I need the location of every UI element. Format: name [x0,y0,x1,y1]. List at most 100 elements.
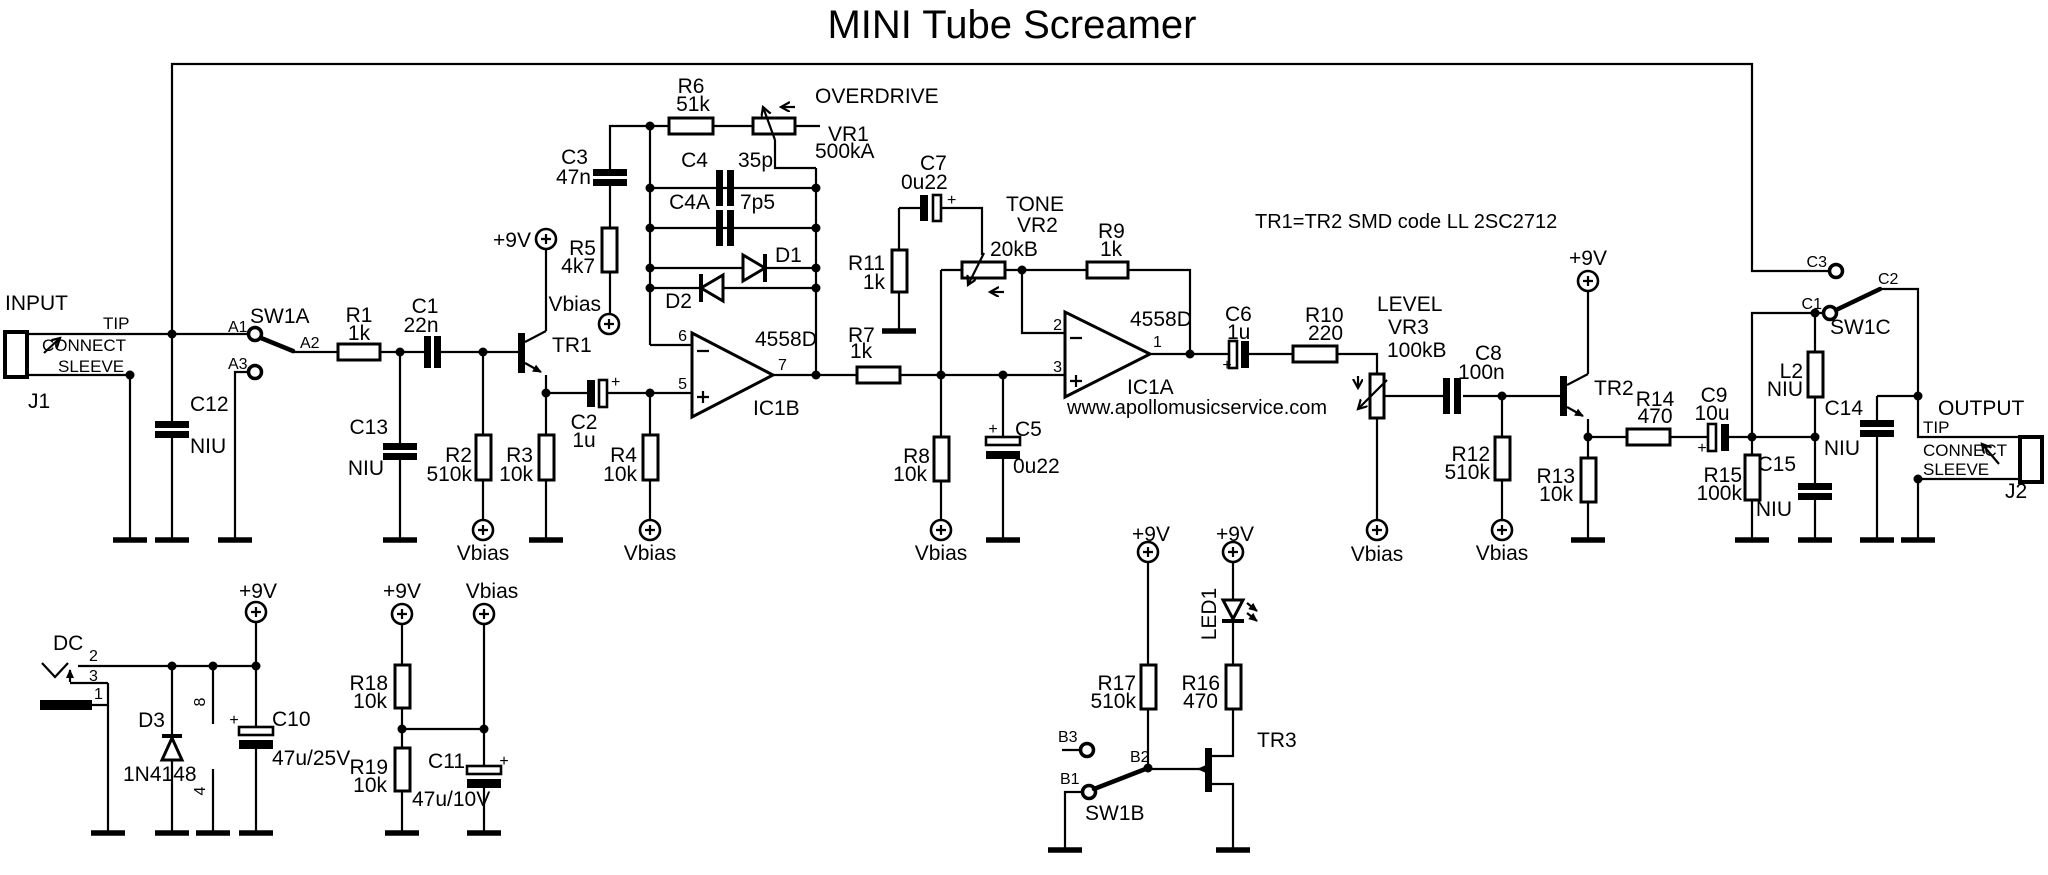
divider-9v-label: +9V [383,580,421,603]
SW1A-A3-terminal [246,363,264,381]
c4-value-label: 35p [738,149,773,172]
sw1c-ref-label: SW1C [1830,316,1891,339]
output-title: OUTPUT [1938,397,2025,420]
c1-value-label: 22n [403,314,438,337]
r17-value-label: 510k [1090,690,1136,713]
c14-ref-label: C14 [1824,397,1863,420]
r2-ref-label: R2 [445,444,472,467]
r8-ref-label: R8 [903,445,930,468]
sw1a-a2-label: A2 [300,335,320,352]
c12-ref-label: C12 [190,393,229,416]
r15-value-label: 100k [1696,482,1742,505]
dc-jack-sleeve-bar [40,700,92,710]
c9-plus-label: + [1697,440,1706,457]
tr3-ref-label: TR3 [1257,729,1297,752]
r1-value-label: 1k [348,322,371,345]
ic-pin4-label: 4 [192,786,209,795]
sw1b-b3-label: B3 [1058,729,1078,746]
SW1B-lever [1091,765,1151,792]
D1-symbol [741,252,768,284]
website-label: www.apollomusicservice.com [1066,397,1327,419]
r8-value-label: 10k [893,463,927,486]
r9-ref-label: R9 [1098,220,1125,243]
IC1A-symbol [1063,309,1154,400]
r12-value-label: 510k [1444,461,1490,484]
r6-ref-label: R6 [678,75,705,98]
J2-body [2018,435,2044,484]
D2-symbol [698,272,725,304]
r5-vbias-label: Vbias [548,293,601,316]
c4-ref-label: C4 [681,149,708,172]
R18-body [393,663,412,710]
c9-value-label: 10u [1694,402,1729,425]
c10-value-label: 47u/25V [272,747,350,770]
J1-body [3,330,29,379]
r17-ref-label: R17 [1097,672,1136,695]
R2-body [474,433,493,482]
r16-ref-label: R16 [1181,672,1220,695]
tr2-9v-label: +9V [1569,247,1607,270]
ic-pin8-label: 8 [192,697,209,706]
j1-connect-label: CONNECT [42,336,126,355]
dc-9v-label: +9V [239,580,277,603]
SW1B-B3-terminal [1078,741,1096,759]
R11-body [890,248,909,294]
R19-body [393,746,412,793]
r5-value-label: 4k7 [561,255,595,278]
r1-ref-label: R1 [346,304,373,327]
vr1-value-label: 500kA [815,140,875,163]
LED1-symbol [1220,598,1246,623]
r13-ref-label: R13 [1536,465,1575,488]
sw1c-c2-label: C2 [1878,271,1899,288]
SW1A-lever [258,335,296,354]
r12-ref-label: R12 [1451,443,1490,466]
ic1b-ref-label: IC1B [753,397,800,420]
ic1a-pin2-label: 2 [1053,317,1062,334]
level-label: LEVEL [1377,293,1442,316]
R16-body [1224,663,1243,711]
potentiometer-wipers [763,107,1388,409]
r10-ref-label: R10 [1305,304,1344,327]
c11-value-label: 47u/10V [412,788,490,811]
SW1A-A1-terminal [246,325,264,343]
ic1b-part-label: 4558D [755,328,817,351]
r2-value-label: 510k [426,463,472,486]
IC1B-symbol [690,330,777,420]
SW1C-lever [1833,286,1883,313]
c7-plus-label: + [947,192,956,209]
c7-value-label: 0u22 [901,171,948,194]
c13-ref-label: C13 [349,416,388,439]
text-layer: MINI Tube Screamer TR1=TR2 SMD code LL 2… [5,3,2027,825]
VR2-body [960,260,1007,280]
c2-value-label: 1u [572,429,595,452]
diode-symbols [159,252,1258,762]
r19-ref-label: R19 [349,756,388,779]
R13-body [1579,456,1598,504]
dc-pin2-label: 2 [89,648,98,665]
dc-pin3-label: 3 [89,668,98,685]
c7-ref-label: C7 [920,152,947,175]
R5-body [600,226,619,274]
c10-ref-label: C10 [272,708,311,731]
r7-value-label: 1k [850,340,873,363]
capacitor-symbols [155,169,1894,788]
led1-ref-label: LED1 [1198,588,1221,641]
sw1c-c1-label: C1 [1802,296,1823,313]
r3-value-label: 10k [499,463,533,486]
r6-value-label: 51k [676,93,710,116]
resistor-symbols [336,116,1825,793]
page-title: MINI Tube Screamer [827,3,1196,47]
led-9v-label: +9V [1216,523,1254,546]
R4-body [641,433,660,482]
VR1-body [751,116,797,136]
R10-body [1291,344,1339,364]
c5-plus-label: + [988,421,997,438]
sw1a-ref-label: SW1A [250,305,310,328]
c3-ref-label: C3 [561,146,588,169]
r9-value-label: 1k [1100,238,1123,261]
L2-body [1806,350,1825,399]
r18-ref-label: R18 [349,672,388,695]
r11-ref-label: R11 [848,252,885,275]
